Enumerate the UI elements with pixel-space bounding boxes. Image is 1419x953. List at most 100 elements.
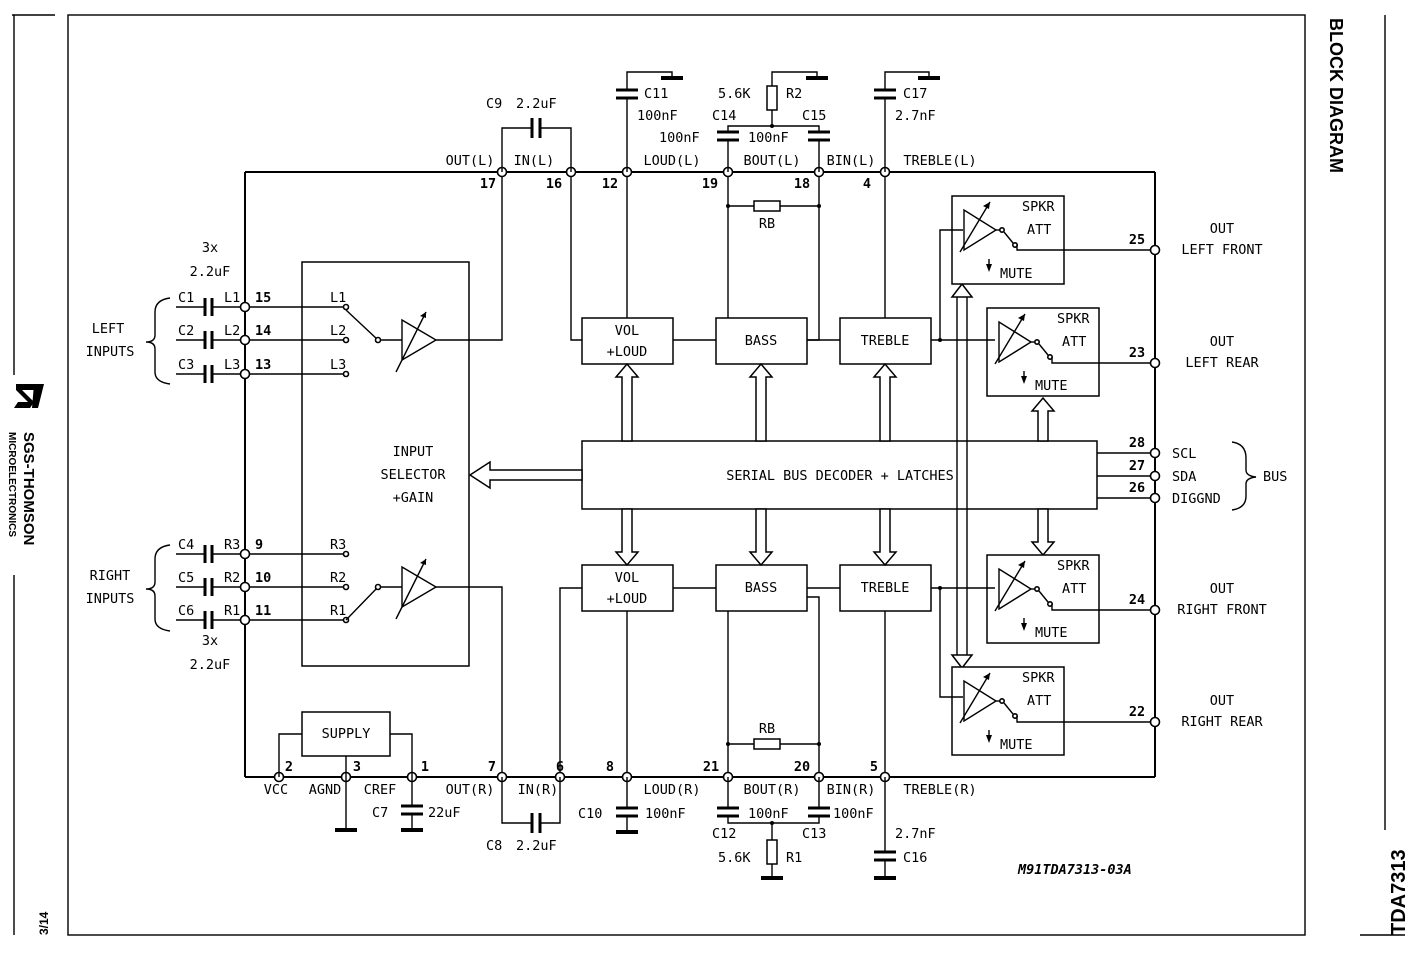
input-pin-number: 11 <box>255 603 271 619</box>
output-label-2: RIGHT FRONT <box>1177 602 1266 618</box>
c8-label: C8 <box>486 838 502 854</box>
caps-top-count: 3x <box>202 240 218 256</box>
page-number: 3/14 <box>37 911 51 935</box>
output-pin <box>1149 357 1161 369</box>
mute-ground-icon <box>986 735 992 743</box>
spkr-feed-wiring <box>931 229 995 698</box>
c13-label: C13 <box>802 826 826 842</box>
bottom-pin-number: 20 <box>794 759 810 775</box>
right-signal-wiring: RB <box>559 587 886 777</box>
input-channel-label: R2 <box>224 570 240 586</box>
c17-value: 2.7nF <box>895 108 936 124</box>
bottom-signal-label: BIN(R) <box>827 782 876 798</box>
input-cap-label: C5 <box>178 570 194 586</box>
output-label-2: LEFT REAR <box>1185 355 1259 371</box>
output-label-1: OUT <box>1210 693 1234 709</box>
c7-label: C7 <box>372 805 388 821</box>
output-pin-number: 22 <box>1129 704 1145 720</box>
top-pin-number: 12 <box>602 176 618 192</box>
caps-bottom-value: 2.2uF <box>190 657 231 673</box>
mute-label: MUTE <box>1000 737 1033 753</box>
top-signal-label: TREBLE(L) <box>903 153 976 169</box>
c15-label: C15 <box>802 108 826 124</box>
top-signal-label: LOUD(L) <box>644 153 701 169</box>
selector-line-1: INPUT <box>393 444 434 460</box>
c7-value: 22uF <box>428 805 461 821</box>
selector-input-label: R1 <box>330 603 346 619</box>
selector-contact <box>342 370 350 378</box>
left-inputs-label-1: LEFT <box>92 321 125 337</box>
output-pin-number: 25 <box>1129 232 1145 248</box>
r2-value: 5.6K <box>718 86 751 102</box>
output-channel: 22 OUT RIGHT REAR <box>1129 693 1264 730</box>
mute-label: MUTE <box>1035 625 1068 641</box>
spkr-att-block: SPKR ATT MUTE <box>986 554 1155 644</box>
output-pin-number: 24 <box>1129 592 1145 608</box>
top-pin-number: 16 <box>546 176 562 192</box>
logo-subtitle: MICROELECTRONICS <box>6 432 17 537</box>
spkr-label: SPKR <box>1022 199 1055 215</box>
right-gain-stage <box>345 558 503 777</box>
c11-value: 100nF <box>637 108 678 124</box>
r1-label: R1 <box>786 850 802 866</box>
st-logo-icon <box>14 384 44 408</box>
bus-pin-number: 27 <box>1129 458 1145 474</box>
bus-arrow <box>748 508 774 567</box>
bottom-pin-number: 7 <box>488 759 496 775</box>
bus-arrows <box>468 282 1056 670</box>
left-signal-wiring: RB <box>570 172 886 341</box>
input-cap-label: C2 <box>178 323 194 339</box>
input-pin <box>239 548 251 560</box>
bottom-signal-label: CREF <box>364 782 397 798</box>
selector-contact <box>342 303 350 311</box>
c16-label: C16 <box>903 850 927 866</box>
bottom-pin-number: 6 <box>556 759 564 775</box>
bass-left-block <box>715 317 808 365</box>
caps-top-value: 2.2uF <box>190 264 231 280</box>
spkr-label: SPKR <box>1057 558 1090 574</box>
output-pin <box>1149 716 1161 728</box>
right-inputs-label-2: INPUTS <box>86 591 135 607</box>
bottom-pin-number: 21 <box>703 759 719 775</box>
input-cap-label: C6 <box>178 603 194 619</box>
bus-arrow <box>872 362 898 442</box>
rb-right-resistor <box>753 738 781 750</box>
logo-brand: SGS-THOMSON <box>20 432 37 545</box>
bottom-pin-number: 2 <box>285 759 293 775</box>
c11-label: C11 <box>644 86 668 102</box>
r1-value: 5.6K <box>718 850 751 866</box>
selector-input-label: R2 <box>330 570 346 586</box>
input-pin <box>239 614 251 626</box>
att-label: ATT <box>1062 581 1086 597</box>
att-label: ATT <box>1027 222 1051 238</box>
bus-arrow <box>468 460 583 490</box>
selector-input-label: R3 <box>330 537 346 553</box>
mute-label: MUTE <box>1035 378 1068 394</box>
bus-arrow <box>614 508 640 567</box>
c12-value: 100nF <box>748 806 789 822</box>
top-pins: OUT(L)17IN(L)16LOUD(L)12BOUT(L)19BIN(L)1… <box>446 153 977 192</box>
treble-right-label: TREBLE <box>861 580 910 596</box>
c10-label: C10 <box>578 806 602 822</box>
caps-bottom-count: 3x <box>202 633 218 649</box>
c14-value: 100nF <box>659 130 700 146</box>
left-inputs-label-2: INPUTS <box>86 344 135 360</box>
input-channel-label: L2 <box>224 323 240 339</box>
output-label-2: LEFT FRONT <box>1181 242 1262 258</box>
bottom-signal-label: AGND <box>309 782 342 798</box>
selector-input-label: L2 <box>330 323 346 339</box>
bus-label: BUS <box>1263 469 1287 485</box>
c10-value: 100nF <box>645 806 686 822</box>
bass-right-label: BASS <box>745 580 778 596</box>
output-label-2: RIGHT REAR <box>1181 714 1263 730</box>
top-signal-label: OUT(L) <box>446 153 495 169</box>
bus-arrow <box>1030 508 1056 557</box>
speaker-attenuators: SPKRATTMUTESPKRATTMUTESPKRATTMUTESPKRATT… <box>951 195 1155 756</box>
